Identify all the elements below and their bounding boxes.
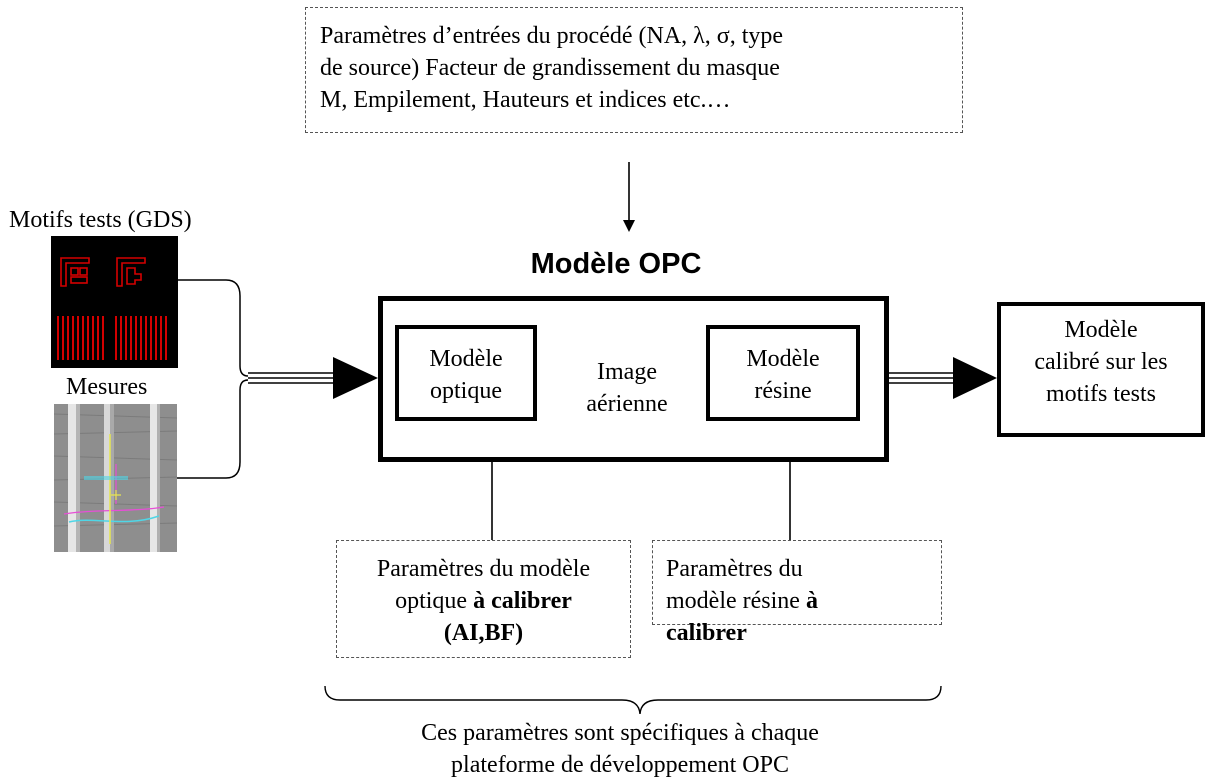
- resin-params-line2-text: modèle résine: [666, 588, 806, 614]
- optical-params-line3-bold: (AI,BF): [443, 620, 524, 646]
- process-params-box: Paramètres d’entrées du procédé (NA, λ, …: [305, 7, 963, 133]
- sem-connector: [177, 379, 249, 479]
- optical-model-label-line1: Modèle: [429, 346, 503, 372]
- opc-model-title: Modèle OPC: [530, 248, 702, 280]
- test-patterns-label: Motifs tests (GDS): [9, 207, 192, 233]
- input-triple-arrow: [248, 357, 378, 399]
- optical-model-box: Modèle optique: [395, 325, 537, 421]
- gds-pattern-drawing: [57, 257, 167, 360]
- sem-measurement-drawing: [54, 404, 177, 552]
- platform-note-line2: plateforme de développement OPC: [451, 752, 789, 778]
- optical-params-line2-text: optique: [395, 588, 474, 614]
- aerial-image-label-line2: aérienne: [586, 391, 668, 417]
- resin-params-line3-bold: calibrer: [666, 620, 747, 646]
- optical-params-line2-bold: à calibrer: [473, 588, 572, 614]
- resin-model-box: Modèle résine: [706, 325, 860, 421]
- calibrated-model-line2: calibré sur les: [1034, 349, 1168, 375]
- sem-measurement-image: [54, 404, 177, 552]
- platform-note-line1: Ces paramètres sont spécifiques à chaque: [421, 720, 819, 746]
- calibrated-model-box: Modèle calibré sur les motifs tests: [997, 302, 1205, 437]
- process-params-line: M, Empilement, Hauteurs et indices etc.…: [320, 87, 731, 113]
- process-params-line: de source) Facteur de grandissement du m…: [320, 55, 780, 81]
- resin-params-line2-bold: à: [805, 588, 818, 614]
- bottom-brace: [324, 685, 942, 715]
- optical-params-line1: Paramètres du modèle: [376, 556, 591, 582]
- calibrated-model-line1: Modèle: [1064, 317, 1138, 343]
- resin-model-label-line2: résine: [754, 378, 812, 404]
- output-triple-arrow: [872, 357, 997, 399]
- platform-note: Ces paramètres sont spécifiques à chaque…: [340, 717, 900, 781]
- optical-model-label-line2: optique: [430, 378, 502, 404]
- optical-params-line3: (AI,BF): [337, 617, 630, 649]
- resin-params-box: Paramètres du modèle résine à calibrer: [652, 540, 942, 646]
- resin-params-line2: modèle résine à: [666, 585, 941, 617]
- measurements-label: Mesures: [66, 374, 148, 400]
- gds-connector: [178, 279, 249, 377]
- aerial-image-label: Image aérienne: [563, 356, 691, 420]
- aerial-image-label-line1: Image: [597, 359, 657, 385]
- optical-params-box: Paramètres du modèle optique à calibrer …: [336, 540, 631, 658]
- resin-model-label-line1: Modèle: [746, 346, 820, 372]
- calibrated-model-line3: motifs tests: [1045, 381, 1156, 407]
- optical-params-line2: optique à calibrer: [337, 585, 630, 617]
- process-params-line: Paramètres d’entrées du procédé (NA, λ, …: [320, 23, 784, 49]
- resin-params-line3: calibrer: [666, 617, 941, 649]
- gds-test-patterns-image: [51, 236, 178, 368]
- resin-params-line1: Paramètres du: [666, 556, 803, 582]
